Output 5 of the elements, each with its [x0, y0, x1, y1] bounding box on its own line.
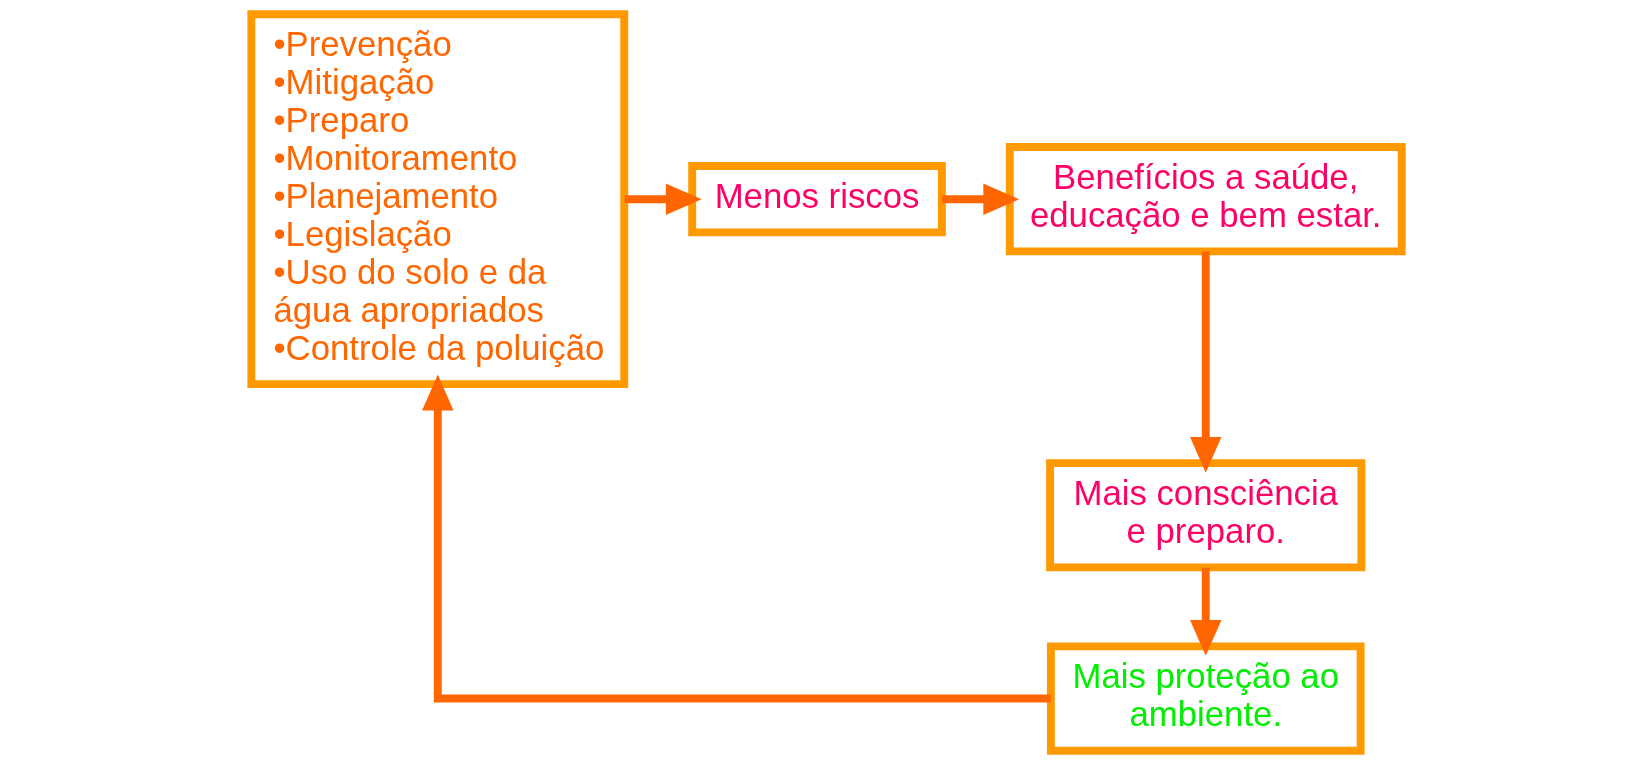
node-box: Menos riscos — [687, 162, 946, 237]
node-box: Mais consciência e preparo. — [1045, 459, 1365, 572]
node-box: •Prevenção •Mitigação •Preparo •Monitoramento •Planejamento •Legislação •Uso do solo e da água apropriados •Controle da poluição — [246, 10, 628, 389]
node-box: Mais proteção ao ambiente. — [1046, 642, 1365, 755]
node-box: Benefícios a saúde, educação e bem estar. — [1005, 143, 1406, 256]
